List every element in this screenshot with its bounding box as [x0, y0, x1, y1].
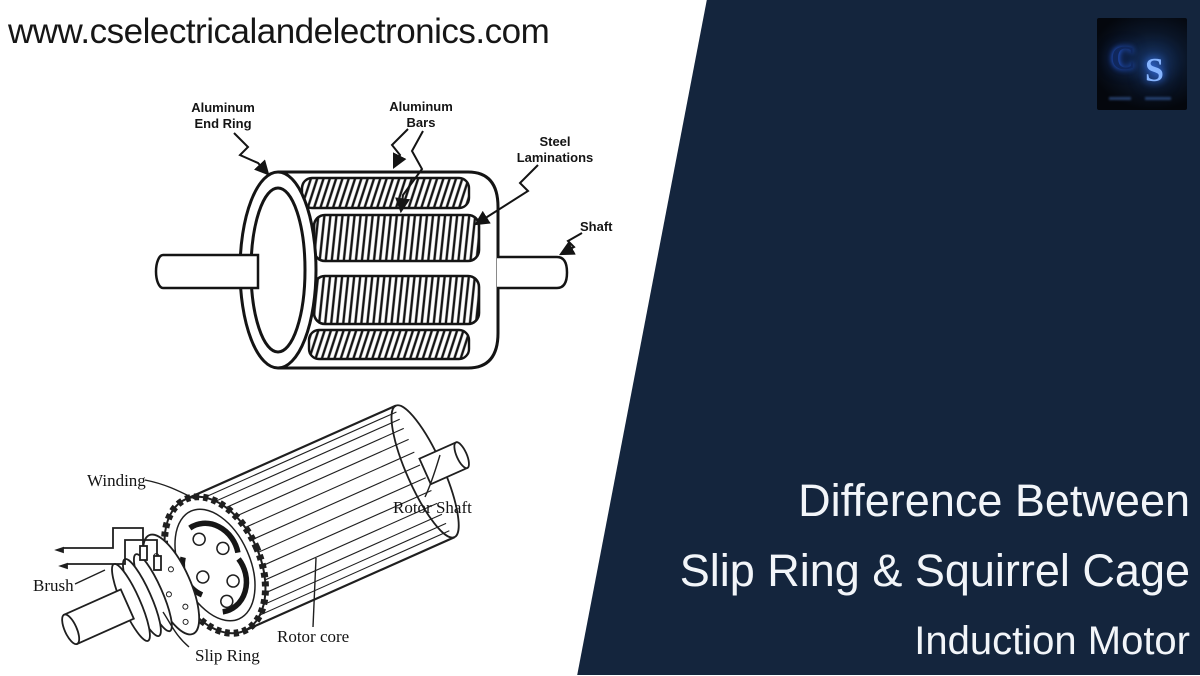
rotor-assembly	[61, 404, 470, 646]
title-line-2: Slip Ring & Squirrel Cage	[679, 545, 1190, 596]
leader-end-ring	[233, 132, 270, 176]
label-aluminum-end-ring: End Ring	[194, 116, 251, 131]
label-slip-ring: Slip Ring	[195, 646, 260, 665]
shaft-right	[497, 255, 569, 290]
slip-ring	[133, 553, 173, 633]
leader-rotor-core	[312, 557, 317, 628]
leader-rotor-shaft	[424, 454, 441, 498]
aluminum-bars-band	[312, 213, 481, 263]
leader-brush	[74, 569, 106, 585]
cs-logo: C S	[1097, 18, 1187, 110]
title-line-3: Induction Motor	[914, 619, 1190, 663]
shaft-left	[154, 253, 260, 290]
title-block: Difference Between Slip Ring & Squirrel …	[550, 466, 1190, 676]
leader-slip-ring	[162, 611, 190, 648]
logo-letter-c: C	[1111, 40, 1136, 77]
slip-ring-rotor-diagram: Winding Rotor Shaft Brush Slip Ring Roto…	[33, 404, 472, 665]
squirrel-cage-rotor-diagram: Aluminum End Ring Aluminum Bars Steel La…	[154, 99, 613, 370]
leader-bars-1	[390, 128, 409, 170]
front-rim-teeth	[161, 493, 269, 637]
logo-letter-s: S	[1145, 52, 1164, 89]
aluminum-bars-band	[307, 328, 471, 361]
leader-bars-2	[395, 130, 424, 214]
label-shaft: Shaft	[580, 219, 613, 234]
leader-shaft	[559, 232, 583, 256]
brush-wires	[54, 527, 162, 571]
label-rotor-shaft: Rotor Shaft	[393, 498, 472, 517]
label-brush: Brush	[33, 576, 74, 595]
label-aluminum-bars: Aluminum	[389, 99, 453, 114]
label-aluminum-end-ring: Aluminum	[191, 100, 255, 115]
aluminum-bars-band	[300, 176, 471, 210]
label-winding: Winding	[87, 471, 146, 490]
label-steel-laminations: Laminations	[517, 150, 594, 165]
site-url-text: www.cselectricalandelectronics.com	[8, 12, 550, 51]
label-aluminum-bars: Bars	[407, 115, 436, 130]
leader-winding	[144, 479, 196, 500]
label-steel-laminations: Steel	[539, 134, 570, 149]
title-line-1: Difference Between	[798, 475, 1190, 526]
aluminum-bars-band	[312, 274, 481, 326]
logo-signature-mark	[1145, 97, 1171, 100]
label-rotor-core: Rotor core	[277, 627, 349, 646]
logo-signature-mark	[1109, 97, 1131, 100]
leader-laminations	[474, 164, 539, 226]
